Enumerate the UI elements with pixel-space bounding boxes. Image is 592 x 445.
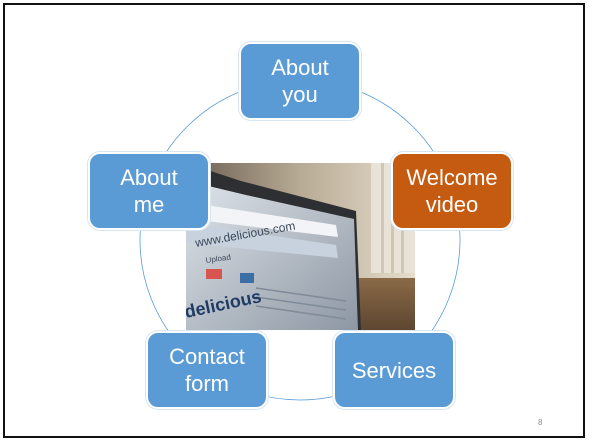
page-number: 8	[538, 418, 543, 427]
node-services: Services	[333, 331, 455, 409]
node-about-you: About you	[239, 42, 361, 120]
browser-photo: www.delicious.com delicious Upload	[186, 163, 415, 330]
photo-tab-text: Upload	[205, 253, 231, 265]
browser-photo-art: www.delicious.com delicious Upload	[186, 163, 415, 330]
node-contact-form: Contact form	[146, 331, 268, 409]
node-about-me: About me	[88, 152, 210, 230]
node-welcome-video: Welcome video	[391, 152, 513, 230]
